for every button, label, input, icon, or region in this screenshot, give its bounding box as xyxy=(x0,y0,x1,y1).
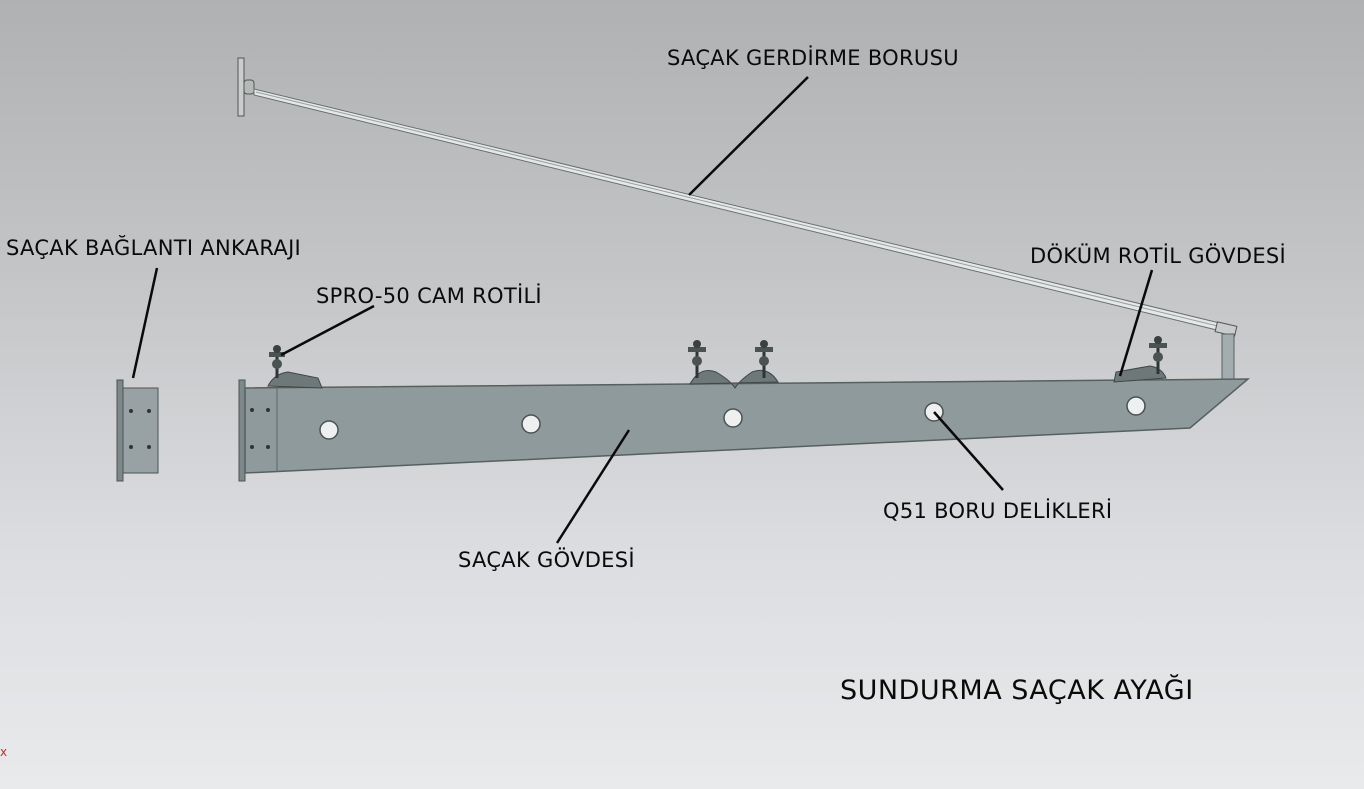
spider-fitting-right xyxy=(1113,336,1167,383)
pipe-hole xyxy=(319,420,339,440)
label-baglanti-ankaraji: SAÇAK BAĞLANTI ANKARAJI xyxy=(6,236,302,260)
leader-gerdirme-borusu xyxy=(688,76,809,196)
label-gerdirme-borusu: SAÇAK GERDİRME BORUSU xyxy=(667,46,959,70)
fitting-ball xyxy=(272,359,282,369)
rod-wall-plate xyxy=(237,57,245,117)
leader-boru-delikleri xyxy=(933,411,1004,491)
drawing-title: SUNDURMA SAÇAK AYAĞI xyxy=(840,675,1194,706)
beam-bolt-hole xyxy=(266,445,270,449)
rod-tube-highlight xyxy=(255,91,1231,330)
rod-wall-clevis xyxy=(243,79,255,95)
label-boru-delikleri: Q51 BORU DELİKLERİ xyxy=(883,499,1113,523)
anchor-body xyxy=(122,387,159,474)
rod-bracket xyxy=(1221,333,1235,380)
anchor-bolt-hole xyxy=(129,445,133,449)
fitting-washer xyxy=(755,347,773,352)
beam-bolt-hole xyxy=(250,408,254,412)
anchor-flange xyxy=(116,379,124,482)
beam-body xyxy=(244,378,1251,474)
leader-dokum-rotil xyxy=(1118,269,1154,377)
pipe-hole xyxy=(723,408,743,428)
leader-spro-rotili xyxy=(280,304,375,357)
fitting-cap xyxy=(760,340,768,348)
tension-rod xyxy=(237,57,1238,380)
corner-mark: x xyxy=(0,745,8,759)
beam-bolt-hole xyxy=(250,445,254,449)
spider-fitting-middle xyxy=(688,340,779,389)
fitting-ball xyxy=(759,356,769,366)
leader-sacak-govdesi xyxy=(555,429,631,544)
fitting-arm xyxy=(267,371,323,389)
canopy-beam xyxy=(238,378,1251,482)
label-dokum-rotil: DÖKÜM ROTİL GÖVDESİ xyxy=(1030,244,1287,268)
spider-fitting-left xyxy=(267,345,323,389)
anchor-plate xyxy=(116,379,159,482)
pipe-hole xyxy=(1126,396,1146,416)
fitting-washer xyxy=(1149,343,1167,348)
leader-baglanti-ankaraji xyxy=(131,267,159,379)
beam-bolt-hole xyxy=(266,408,270,412)
pipe-hole xyxy=(521,414,541,434)
fitting-ball xyxy=(692,356,702,366)
fitting-washer xyxy=(269,352,285,357)
fitting-ball xyxy=(1153,352,1163,362)
beam-end-flange xyxy=(238,379,246,482)
anchor-bolt-hole xyxy=(147,445,151,449)
fitting-washer xyxy=(688,347,706,352)
fitting-cap xyxy=(273,345,281,353)
fitting-cap xyxy=(1154,336,1162,344)
label-sacak-govdesi: SAÇAK GÖVDESİ xyxy=(458,548,635,572)
anchor-bolt-hole xyxy=(147,409,151,413)
fitting-cap xyxy=(693,340,701,348)
label-spro-rotili: SPRO-50 CAM ROTİLİ xyxy=(316,284,542,308)
anchor-bolt-hole xyxy=(129,409,133,413)
leader-lines xyxy=(131,76,1154,544)
